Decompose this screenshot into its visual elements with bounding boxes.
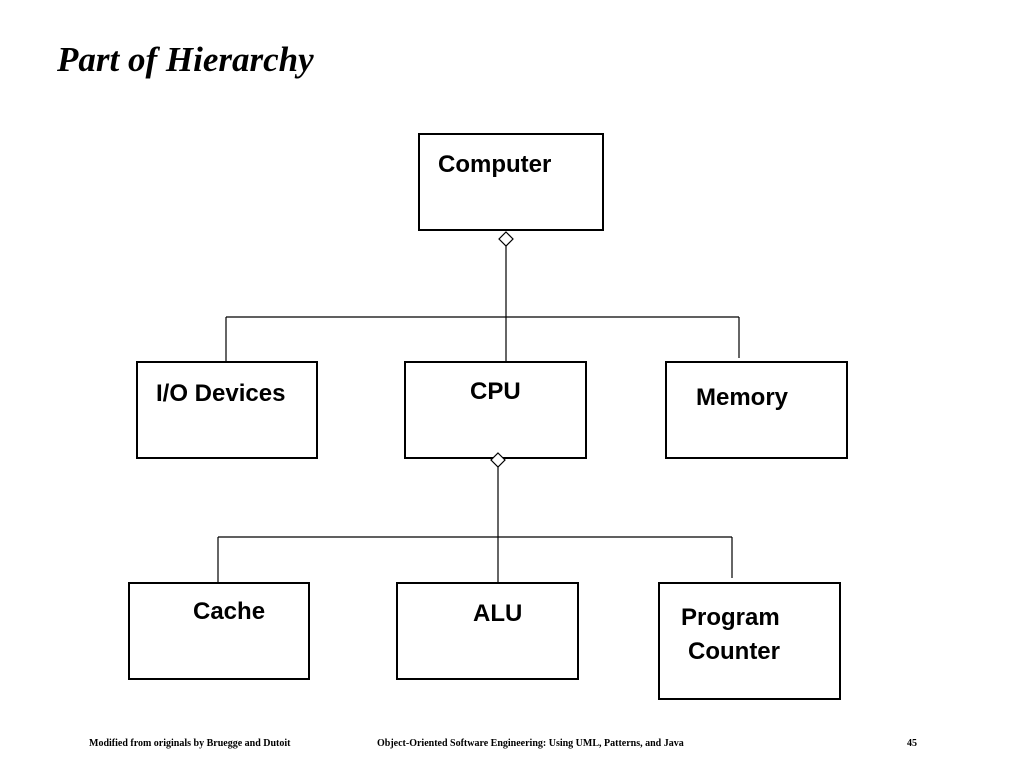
program-counter-label-line1: Program: [681, 604, 780, 631]
footer-book-title: Object-Oriented Software Engineering: Us…: [377, 738, 684, 749]
cpu-label: CPU: [470, 378, 521, 405]
program-counter-label-line2: Counter: [688, 638, 780, 665]
computer-box: [418, 133, 604, 231]
alu-label: ALU: [473, 600, 522, 627]
io-devices-label: I/O Devices: [156, 380, 285, 407]
computer-label: Computer: [438, 151, 551, 178]
cpu-box: [404, 361, 587, 459]
alu-box: [396, 582, 579, 680]
io-devices-box: [136, 361, 318, 459]
program-counter-box: [658, 582, 841, 700]
cache-box: [128, 582, 310, 680]
computer-aggregation-diamond: [498, 231, 514, 247]
cache-label: Cache: [193, 598, 265, 625]
memory-label: Memory: [696, 384, 789, 411]
memory-box: [665, 361, 848, 459]
footer-credit: Modified from originals by Bruegge and D…: [89, 738, 291, 749]
slide-title: Part of Hierarchy: [57, 40, 314, 79]
footer-page-number: 45: [907, 738, 917, 749]
